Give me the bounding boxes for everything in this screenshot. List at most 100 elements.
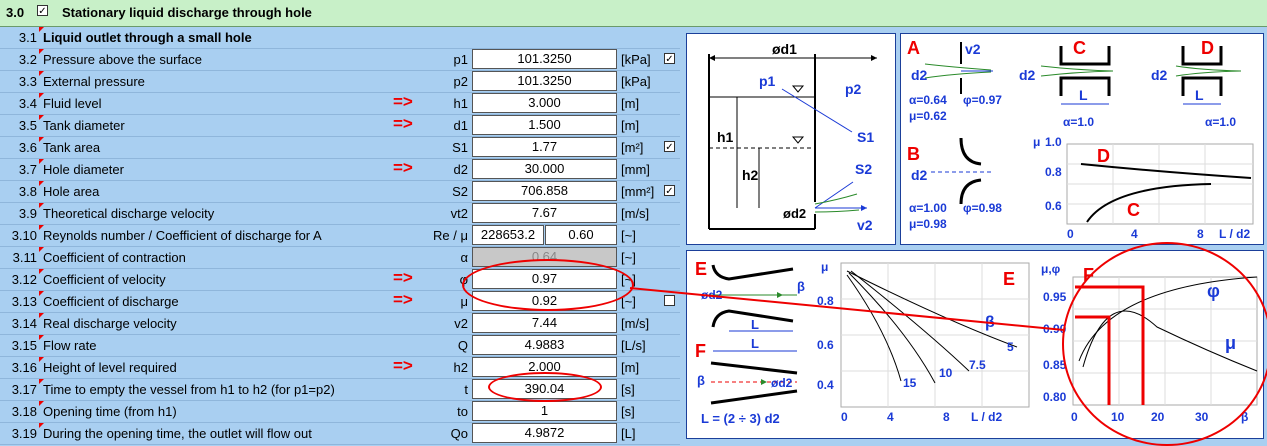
input-arrow-icon: =>	[393, 92, 413, 111]
tank-s1-label: S1	[857, 129, 874, 145]
row-label: Fluid level	[43, 96, 102, 111]
nozzle-f-beta-label: β	[697, 373, 705, 388]
nozzle-e-l-label: L	[751, 317, 759, 332]
row-number: 3.14	[11, 316, 37, 331]
row-value[interactable]: 1.77	[472, 137, 617, 157]
row-checkbox[interactable]: ✓	[664, 185, 675, 197]
nozzle-chart-f-xlabel: β	[1241, 410, 1248, 424]
row-label: Flow rate	[43, 338, 97, 353]
row-value[interactable]: 1.500	[472, 115, 617, 135]
tank-p1-label: p1	[759, 73, 776, 89]
tank-diagram-panel: ød1 p1 p2 h1 h2 S1 S2 ød2 v2	[686, 33, 896, 245]
nozzle-chart-f-ytick-3: 0.80	[1043, 390, 1067, 404]
hole-c-d2-label: d2	[1019, 67, 1036, 83]
hole-chart-xtick-1: 4	[1131, 227, 1138, 241]
row-label: Pressure above the surface	[43, 52, 202, 67]
row-unit: [~]	[621, 250, 636, 265]
row-label: External pressure	[43, 74, 145, 89]
comment-marker-icon	[39, 71, 44, 76]
input-arrow-icon: =>	[393, 290, 413, 309]
row-number: 3.17	[11, 382, 37, 397]
comment-marker-icon	[39, 27, 44, 32]
row-symbol: p2	[453, 74, 468, 89]
row-unit: [m²]	[621, 140, 644, 155]
row-label: Liquid outlet through a small hole	[43, 30, 252, 45]
row-value[interactable]: 706.858	[472, 181, 617, 201]
nozzle-chart-xtick-1: 4	[887, 410, 894, 424]
row-symbol: α	[460, 250, 468, 265]
nozzle-curve-5: 5	[1007, 340, 1014, 354]
row-value[interactable]: 4.9883	[472, 335, 617, 355]
row-label: Coefficient of contraction	[43, 250, 186, 265]
nozzle-curve-10: 10	[939, 366, 953, 380]
row-number: 3.9	[18, 206, 37, 221]
hole-a-mu: μ=0.62	[909, 109, 947, 123]
hole-a-v2-label: v2	[965, 41, 981, 57]
row-value[interactable]: 101.3250	[472, 71, 617, 91]
comment-marker-icon	[39, 401, 44, 406]
hole-a-phi: φ=0.97	[963, 93, 1002, 107]
hole-a-d2-label: d2	[911, 67, 928, 83]
row-unit: [mm]	[621, 162, 650, 177]
hole-b-alpha: α=1.00	[909, 201, 947, 215]
row-number: 3.4	[18, 96, 37, 111]
row-value-reynolds[interactable]: 228653.2	[472, 225, 544, 245]
nozzle-chart-f-ytick-2: 0.85	[1043, 358, 1067, 372]
row-label: Hole diameter	[43, 162, 124, 177]
row-unit: [mm²]	[621, 184, 655, 199]
row-symbol: v2	[454, 316, 468, 331]
nozzle-formula: L = (2 ÷ 3) d2	[701, 411, 780, 426]
hole-types-diagram: A v2 d2 α=0.64 φ=0.97 μ=0.62 C d2 L α=1.…	[907, 38, 1254, 241]
row-checkbox[interactable]	[664, 295, 675, 306]
row-value[interactable]: 30.000	[472, 159, 617, 179]
row-unit: [m]	[621, 118, 640, 133]
hole-chart-ytick-1: 0.8	[1045, 165, 1062, 179]
hole-d-label: D	[1201, 38, 1214, 58]
row-symbol: d2	[453, 162, 468, 177]
hole-chart-mu: μ	[1033, 135, 1040, 149]
hole-c-l-label: L	[1079, 87, 1088, 103]
row-number: 3.12	[11, 272, 37, 287]
nozzle-chart-f-ytick-0: 0.95	[1043, 290, 1067, 304]
nozzle-chart-ytick-1: 0.6	[817, 338, 834, 352]
row-value[interactable]: 101.3250	[472, 49, 617, 69]
section-header: 3.0 ✓ Stationary liquid discharge throug…	[0, 0, 1267, 27]
row-number: 3.6	[18, 140, 37, 155]
row-symbol: h1	[453, 96, 468, 111]
row-checkbox[interactable]: ✓	[664, 141, 675, 153]
row-symbol: Qo	[450, 426, 468, 441]
row-value[interactable]: 7.44	[472, 313, 617, 333]
comment-marker-icon	[39, 137, 44, 142]
row-symbol: to	[457, 404, 468, 419]
section-checkbox[interactable]: ✓	[37, 5, 48, 17]
row-value[interactable]: 3.000	[472, 93, 617, 113]
hole-d-alpha: α=1.0	[1205, 115, 1236, 129]
row-number: 3.2	[18, 52, 37, 67]
nozzle-chart-e-label: E	[1003, 269, 1015, 289]
nozzle-chart-xtick-2: 8	[943, 410, 950, 424]
nozzle-chart-xtick-0: 0	[841, 410, 848, 424]
row-number: 3.13	[11, 294, 37, 309]
nozzle-chart-xlabel: L / d2	[971, 410, 1002, 424]
comment-marker-icon	[39, 93, 44, 98]
row-number: 3.5	[18, 118, 37, 133]
hole-d-l-label: L	[1195, 87, 1204, 103]
tank-d1-label: ød1	[772, 41, 797, 57]
row-value-discharge[interactable]: 0.60	[545, 225, 617, 245]
nozzle-chart-f-xtick-0: 0	[1071, 410, 1078, 424]
row-label: Theoretical discharge velocity	[43, 206, 215, 221]
row-unit: [m]	[621, 360, 640, 375]
input-arrow-icon: =>	[393, 114, 413, 133]
row-unit: [s]	[621, 404, 635, 419]
comment-marker-icon	[39, 203, 44, 208]
nozzle-chart-mu: μ	[821, 260, 828, 274]
row-checkbox[interactable]: ✓	[664, 53, 675, 65]
hole-chart-ytick-2: 0.6	[1045, 199, 1062, 213]
row-label: During the opening time, the outlet will…	[43, 426, 312, 441]
row-value[interactable]: 7.67	[472, 203, 617, 223]
